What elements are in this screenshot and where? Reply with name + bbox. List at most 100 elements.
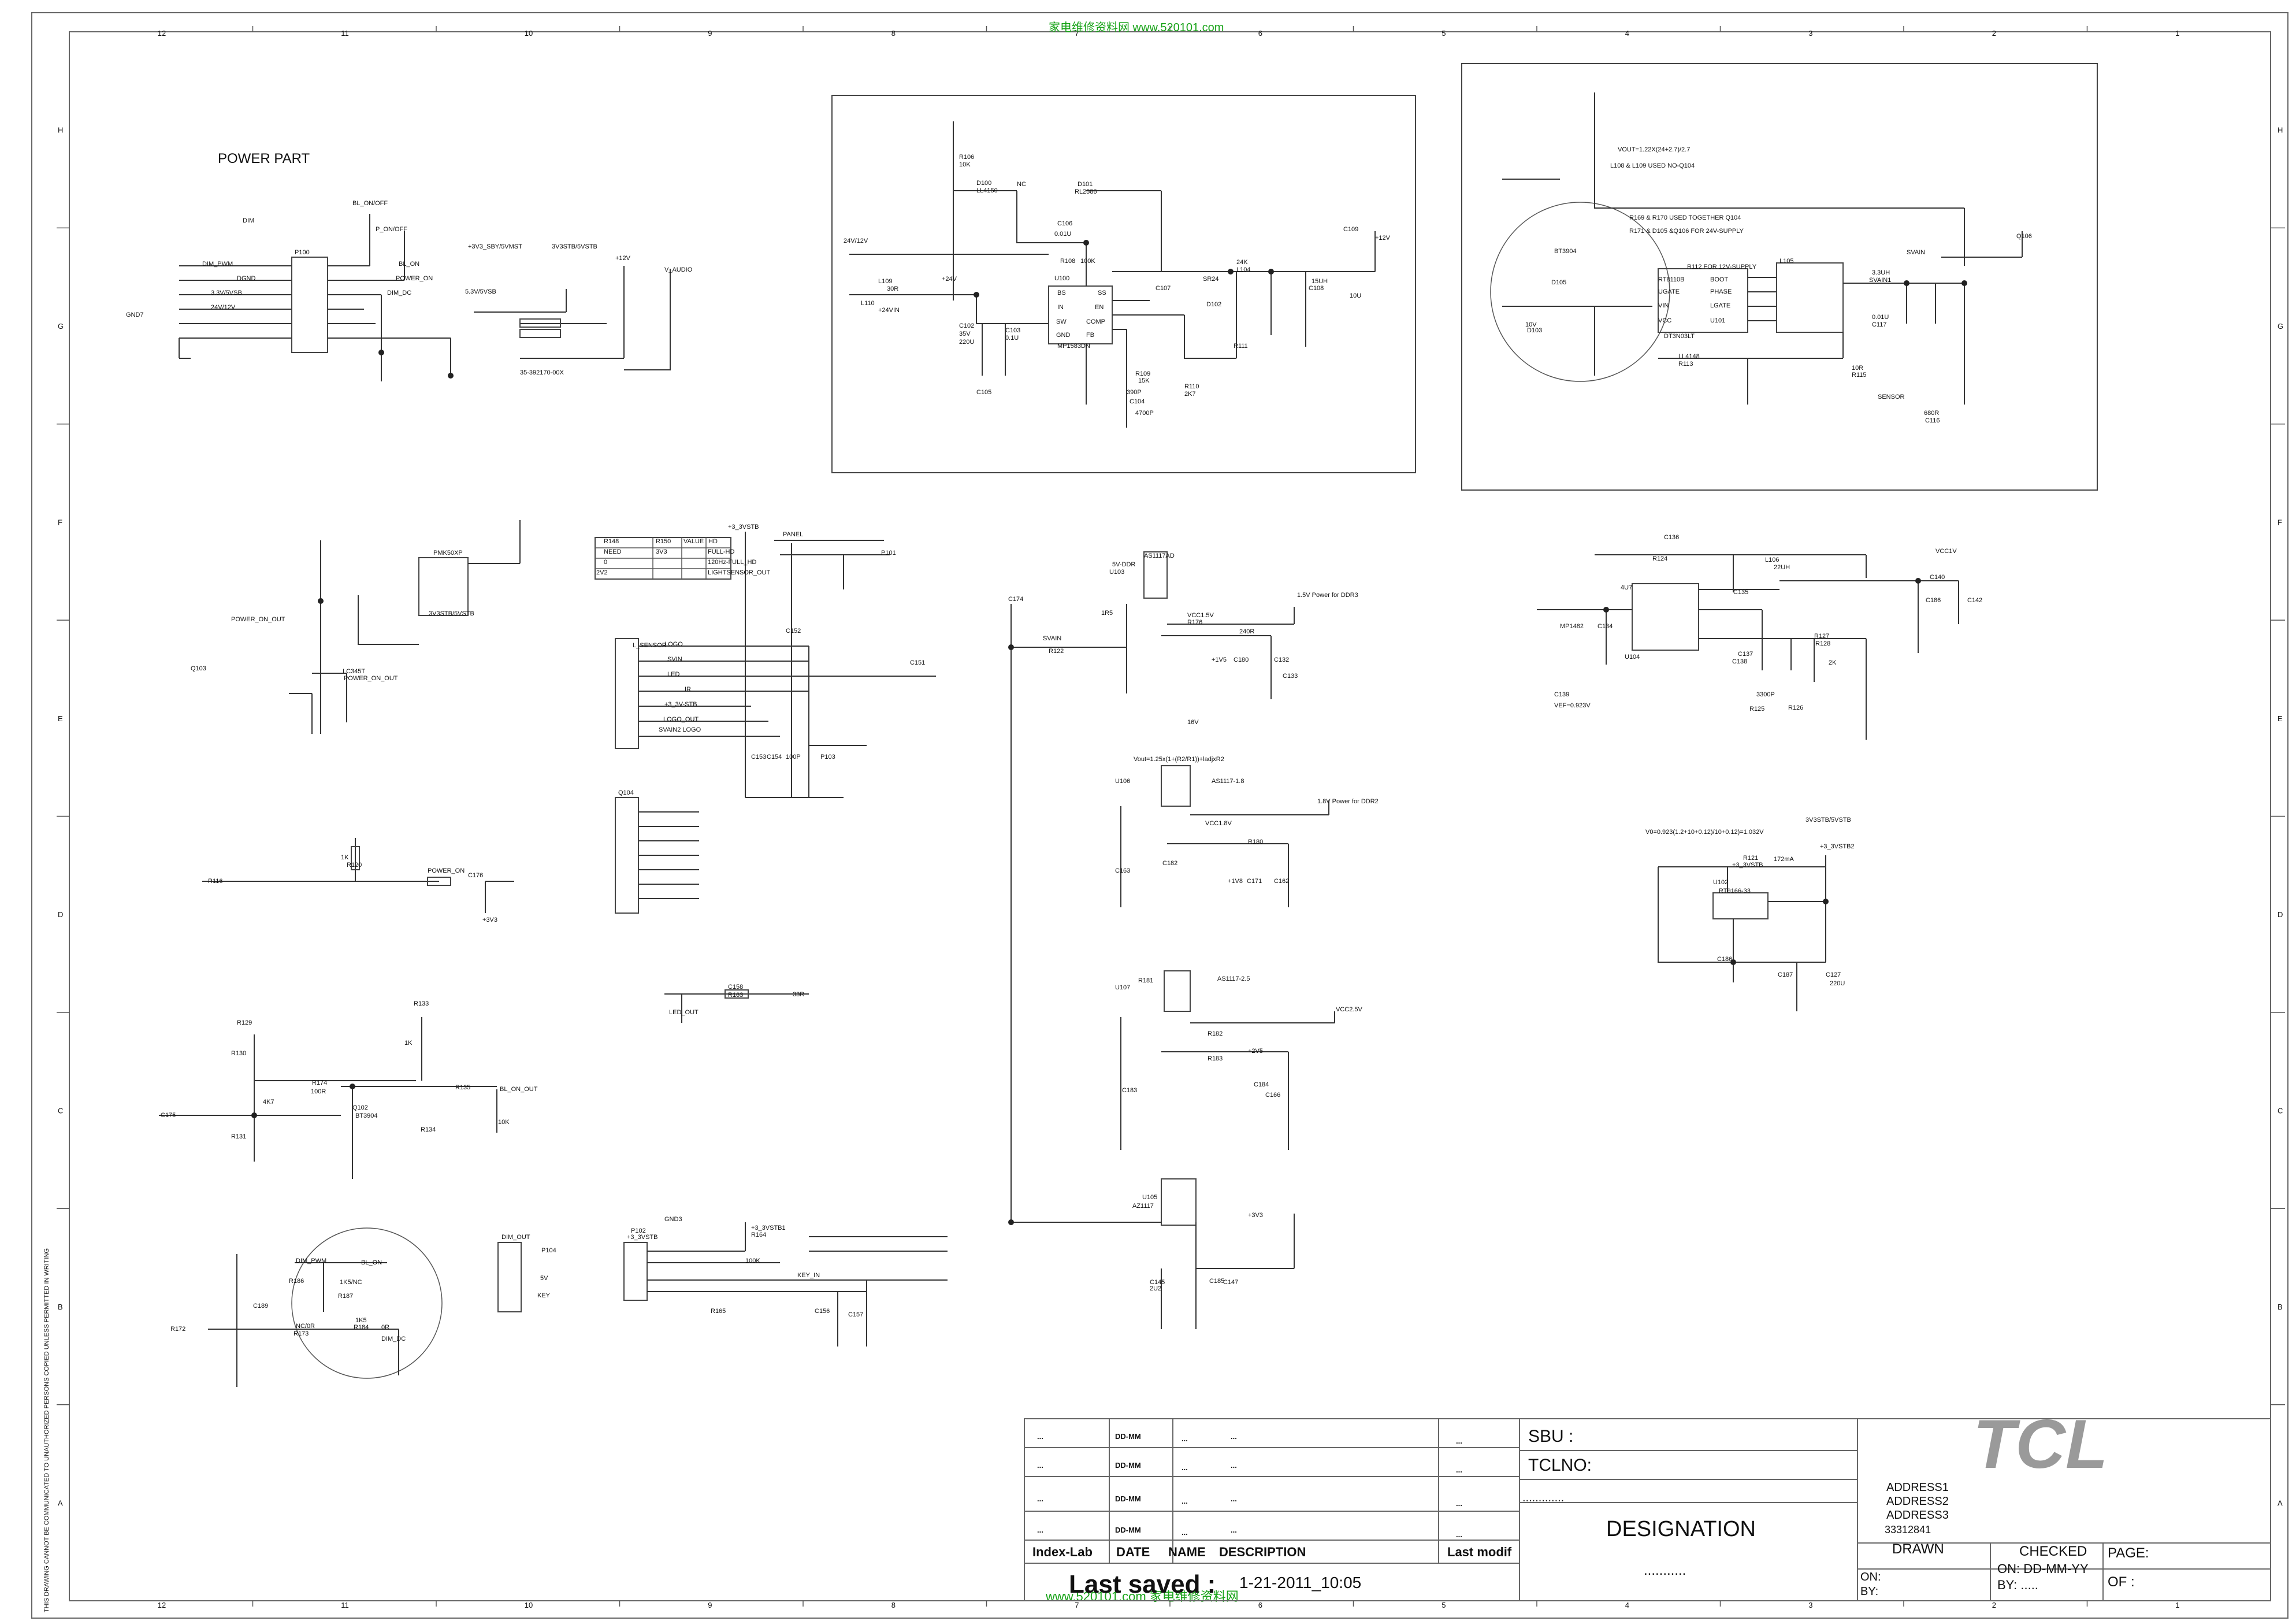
net-label: +3V3: [482, 917, 497, 923]
net-label: EN: [1095, 304, 1104, 311]
net-label: C187: [1778, 971, 1793, 978]
net-label: 0: [604, 559, 607, 566]
key-block: [497, 1222, 948, 1346]
net-label: R112 FOR 12V-SUPPLY: [1687, 264, 1757, 270]
ruler-row-label: B: [58, 1303, 63, 1311]
net-label: R131: [231, 1133, 246, 1140]
net-label: R164: [751, 1231, 766, 1238]
net-label: 24V/12V: [844, 238, 868, 244]
power-part-block: POWER PART P100: [179, 151, 671, 381]
ruler-row-label: E: [58, 714, 63, 723]
ruler-col-label: 3: [1808, 29, 1812, 38]
net-label: C137: [1738, 651, 1753, 658]
ruler-row-label: C: [2278, 1107, 2283, 1115]
tb-header-date: DATE: [1116, 1545, 1150, 1559]
net-label: R115: [1852, 372, 1866, 379]
net-label: +2V5: [1248, 1048, 1263, 1055]
net-label: 16V: [1187, 719, 1199, 726]
net-label: C175: [161, 1112, 176, 1119]
ruler-col-label: 5: [1441, 1601, 1446, 1609]
net-label: 0.1U: [1005, 335, 1019, 342]
connector-p101: [615, 638, 639, 749]
net-label: +3V3: [1248, 1212, 1263, 1219]
net-label: 3V3STB/5VSTB: [552, 243, 597, 250]
net-label: 3.3V/5VSB: [211, 290, 242, 296]
ruler-col-label: 11: [341, 29, 349, 38]
net-label: 5.3V/5VSB: [465, 288, 496, 295]
net-label: 1.8V Power for DDR2: [1317, 798, 1379, 805]
tb-row2-c3: ...: [1182, 1463, 1188, 1472]
side-note: THIS DRAWING CANNOT BE COMMUNICATED TO U…: [43, 1248, 50, 1612]
net-label: SW: [1056, 318, 1067, 325]
net-label: R109: [1135, 370, 1150, 377]
net-label: DIM_DC: [387, 290, 411, 296]
tb-row2-c5: ...: [1456, 1466, 1462, 1474]
net-label: +12V: [1375, 235, 1391, 242]
net-label: SVAIN: [1907, 249, 1925, 256]
net-label: L105: [1779, 258, 1793, 265]
net-label: BL_ON_OUT: [500, 1086, 538, 1093]
net-label: 120Hz-FULL_HD: [708, 559, 756, 566]
net-label: R173: [293, 1330, 309, 1337]
net-label: LC345T: [343, 668, 365, 675]
net-label: 5V: [540, 1275, 548, 1282]
net-label: COMP: [1086, 318, 1105, 325]
net-label: C134: [1597, 623, 1613, 630]
net-label: BL_ON: [399, 261, 419, 268]
net-label: LL4150: [976, 187, 998, 194]
net-label: L109: [878, 278, 892, 285]
net-label: +3_3V-STB: [664, 701, 697, 708]
tb-row4-c2: DD-MM: [1115, 1526, 1141, 1534]
ruler-row-label: H: [2278, 126, 2283, 135]
tb-page: PAGE:: [2108, 1545, 2149, 1561]
net-label: C147: [1223, 1279, 1238, 1286]
net-label: 240R: [1239, 628, 1254, 635]
net-label: 10K: [498, 1119, 510, 1126]
tb-row2-c1: ...: [1037, 1461, 1043, 1470]
net-label: C174: [1008, 596, 1023, 603]
tb-dots: .............: [1522, 1492, 1564, 1504]
net-label: R124: [1652, 555, 1667, 562]
ruler-col-label: 10: [525, 1601, 533, 1609]
net-label: C135: [1733, 589, 1748, 596]
net-label: R186: [289, 1278, 304, 1285]
ic-u105: [1161, 1178, 1197, 1226]
net-label: R165: [711, 1308, 726, 1315]
net-label: Vout=1.25x(1+(R2/R1))+ladjxR2: [1134, 756, 1224, 763]
ruler-col-label: 7: [1075, 1601, 1079, 1609]
net-label: C171: [1247, 878, 1262, 885]
connector-p103: [615, 797, 639, 914]
net-label: +12V: [615, 255, 631, 262]
tb-row4-c4: ...: [1231, 1526, 1237, 1534]
net-label: PHASE: [1710, 288, 1732, 295]
net-label: R128: [1815, 640, 1830, 647]
net-label: C153: [751, 754, 766, 761]
net-label: POWER_ON: [428, 867, 465, 874]
net-label: C185: [1209, 1278, 1224, 1285]
net-label: R126: [1788, 704, 1803, 711]
ruler-col-label: 9: [708, 29, 712, 38]
tb-checked: CHECKED: [2019, 1544, 2087, 1559]
net-label: VALUE: [683, 538, 704, 545]
net-label: 24V/12V: [211, 304, 236, 311]
net-label: GND3: [664, 1216, 682, 1223]
rt8110b-block: [1461, 63, 2098, 491]
net-label: P104: [541, 1247, 556, 1254]
ruler-col-label: 12: [158, 1601, 166, 1609]
tb-row1-c4: ...: [1231, 1432, 1237, 1441]
p100-label: P100: [295, 249, 310, 256]
net-label: 22UH: [1774, 564, 1790, 571]
tb-row1-c3: ...: [1182, 1434, 1188, 1443]
tb-number: 33312841: [1885, 1524, 1931, 1535]
r102-body: [519, 318, 561, 328]
ic-u103: [1143, 551, 1168, 599]
net-label: Q106: [2016, 233, 2032, 240]
net-label: +3_3VSTB: [627, 1234, 658, 1241]
tb-header-index: Index-Lab: [1032, 1545, 1093, 1559]
net-label: GND7: [126, 311, 144, 318]
net-label: R184: [354, 1324, 369, 1331]
net-label: D101: [1078, 181, 1093, 188]
net-label: NC/0R: [296, 1323, 315, 1330]
net-label: C107: [1156, 285, 1171, 292]
net-label: C104: [1130, 398, 1145, 405]
